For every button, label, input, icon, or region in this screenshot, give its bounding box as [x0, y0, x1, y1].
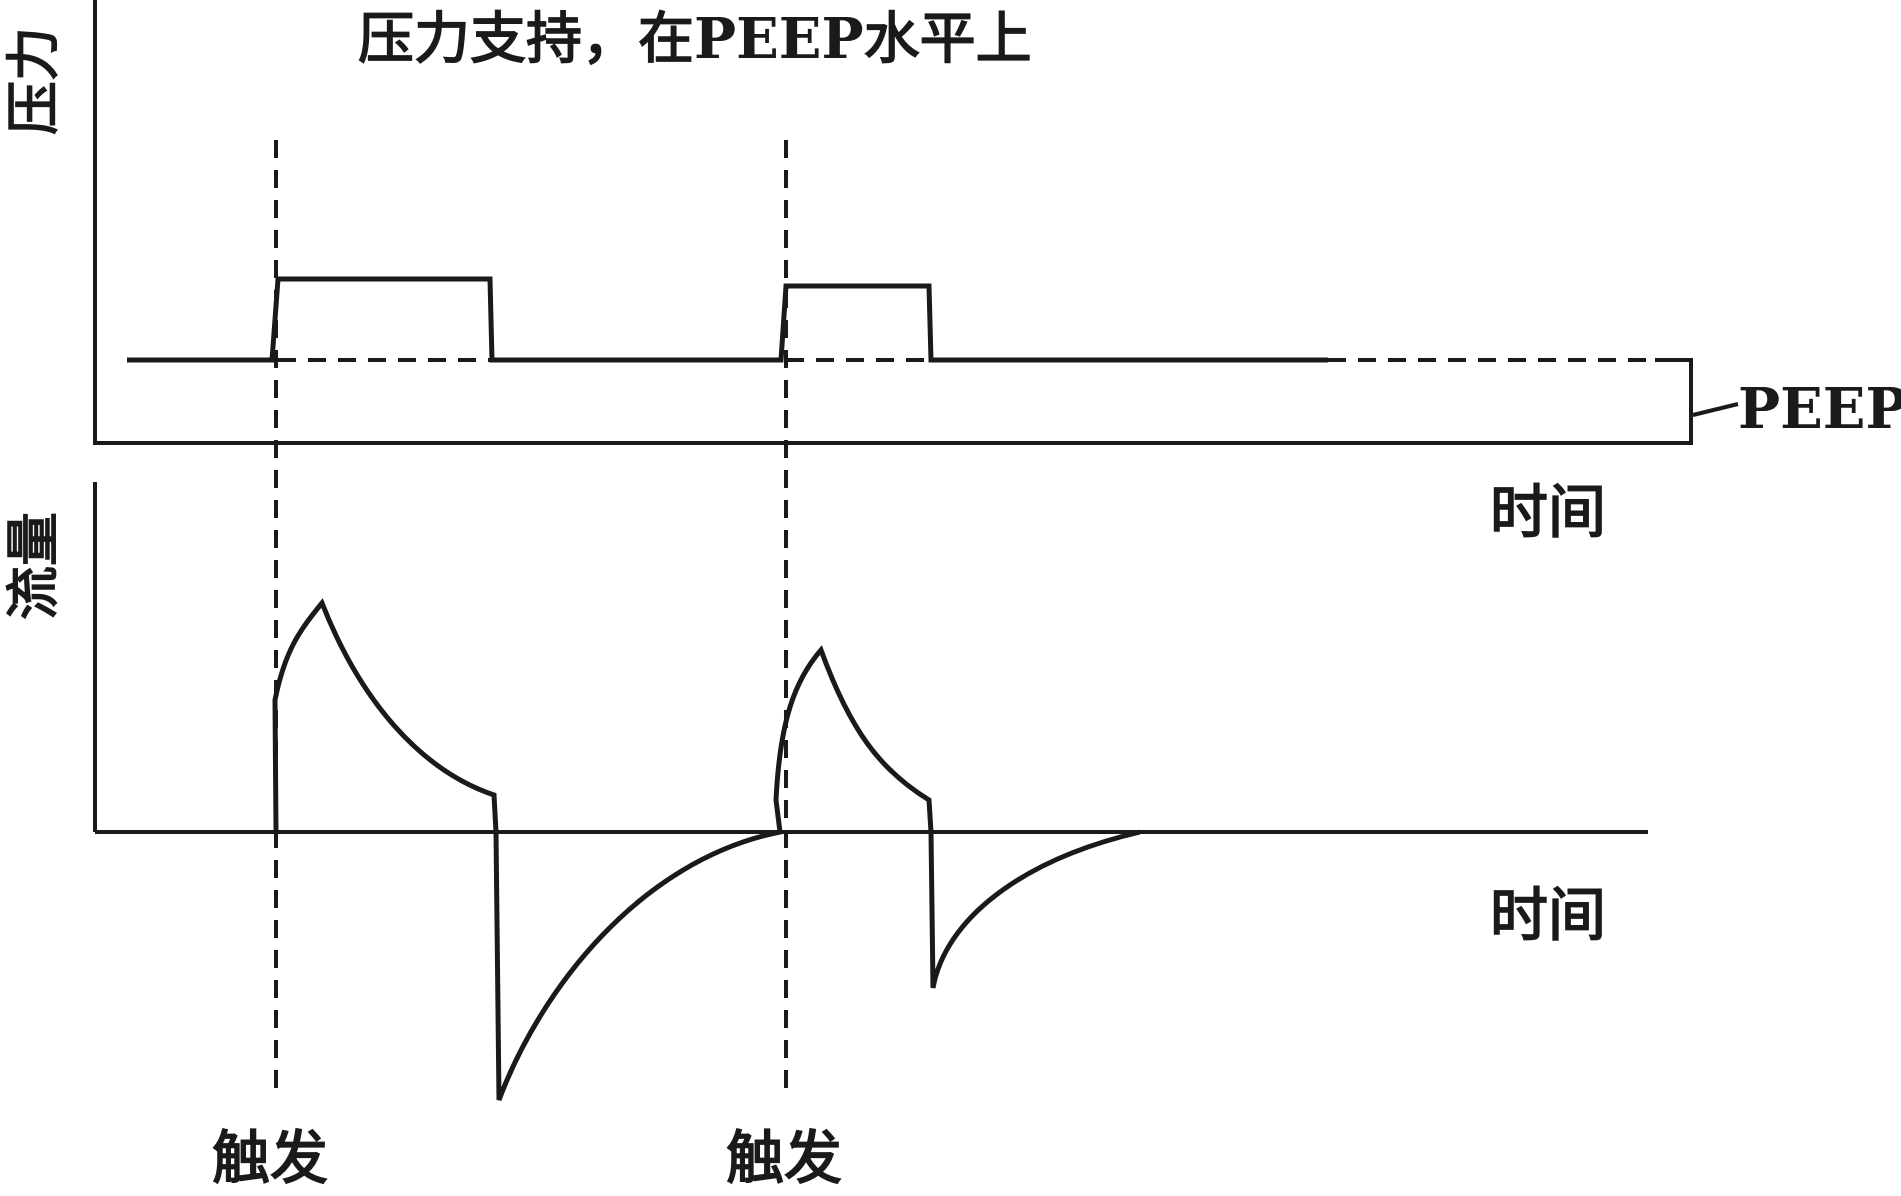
- flow-time-label: 时间: [1490, 881, 1606, 949]
- trigger-label: 触发: [726, 1124, 842, 1192]
- pressure-trace: [127, 276, 1328, 363]
- peep-bracket: [1655, 358, 1693, 443]
- flow-trace: [272, 598, 1141, 1101]
- pressure-time-label: 时间: [1490, 478, 1606, 546]
- trigger-label: 触发: [212, 1124, 328, 1192]
- pressure-axis-label: 压力: [1, 27, 65, 135]
- flow-axis-label: 流量: [1, 512, 65, 620]
- peep-leader-line: [1692, 402, 1739, 417]
- peep-label: PEEP: [1738, 376, 1901, 442]
- diagram-title: 压力支持，在PEEP水平上: [358, 6, 1032, 72]
